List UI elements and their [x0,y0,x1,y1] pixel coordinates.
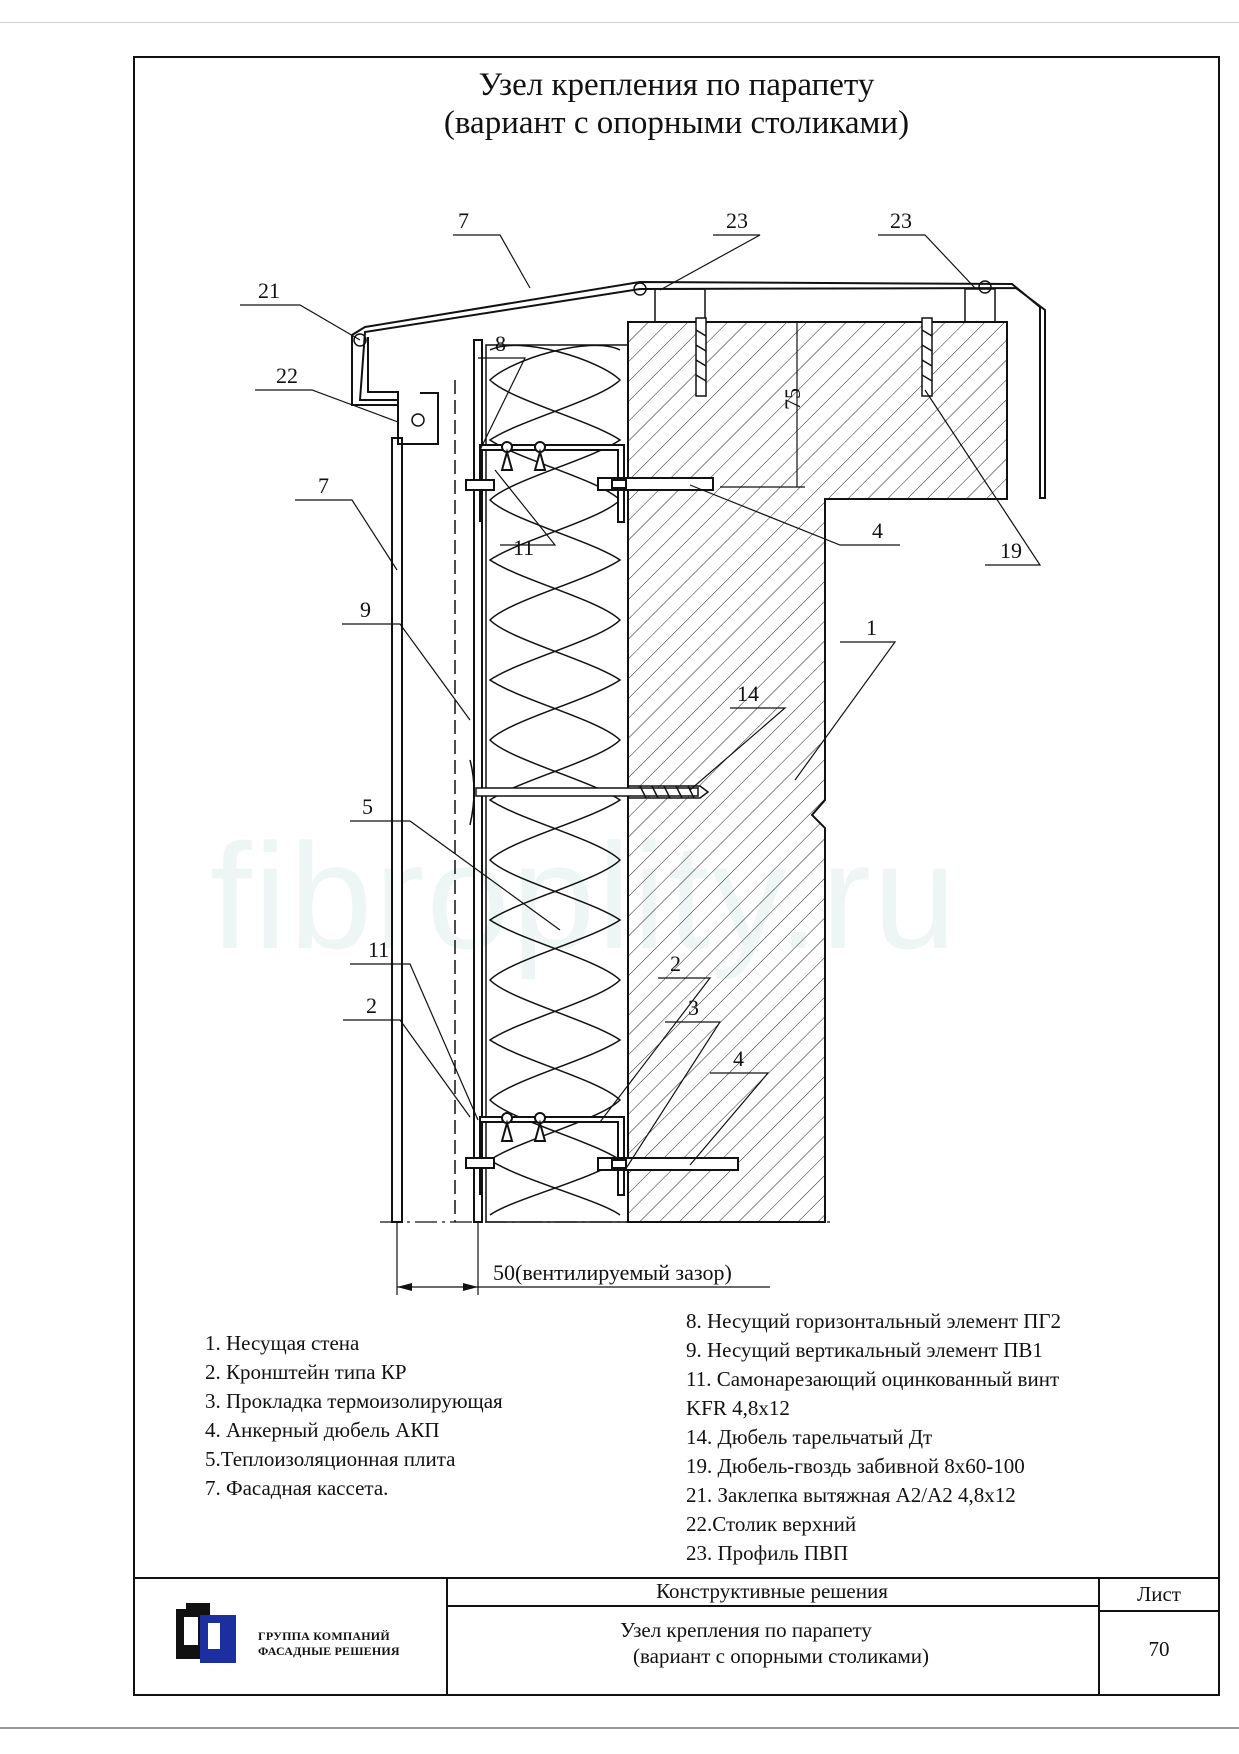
tb-sheet-number: 70 [1148,1637,1170,1661]
callout-11-top: 11 [513,535,534,560]
upper-table-bracket [397,392,439,445]
legend-item: 11. Самонарезающий оцинкованный винт [686,1367,1060,1391]
tb-sheet-title-line-1: Узел крепления по парапету [620,1618,872,1642]
tb-divider-1 [446,1577,448,1696]
callout-7-left: 7 [318,473,329,498]
rivet-23-right [978,280,992,294]
legend-item: 4. Анкерный дюбель АКП [205,1418,440,1442]
company-logo-icon [176,1603,236,1663]
callout-3: 3 [688,995,699,1020]
legend-item: 14. Дюбель тарельчатый Дт [686,1425,933,1449]
tb-hline-2 [1098,1610,1220,1612]
rivet-22 [411,413,425,427]
callout-22: 22 [276,363,298,388]
callout-2-left: 2 [366,993,377,1018]
tb-sheet-title: Узел крепления по парапету (вариант с оп… [446,1617,1046,1669]
callout-9: 9 [360,597,371,622]
bottom-bracket-assembly [465,1112,739,1196]
legend-item: 2. Кронштейн типа КР [205,1360,407,1384]
dowel-nail-19-right [921,317,933,397]
drawing-title: Узел крепления по парапету (вариант с оп… [133,66,1220,142]
callout-11-bottom: 11 [368,937,389,962]
legend-right: 8. Несущий горизонтальный элемент ПГ2 9.… [686,1307,1061,1568]
callout-21: 21 [258,278,280,303]
title-block-border [133,1577,1220,1696]
legend-item: 1. Несущая стена [205,1331,360,1355]
legend-item: 23. Профиль ПВП [686,1541,849,1565]
company-line-2: ФАСАДНЫЕ РЕШЕНИЯ [258,1644,400,1658]
legend-item: 22.Столик верхний [686,1512,857,1536]
legend-item: 8. Несущий горизонтальный элемент ПГ2 [686,1309,1062,1333]
callout-7-top: 7 [458,208,469,233]
facade-cassette [391,437,403,1223]
company-name: ГРУППА КОМПАНИЙ ФАСАДНЫЕ РЕШЕНИЯ [258,1629,400,1659]
legend-item: 19. Дюбель-гвоздь забивной 8х60-100 [686,1454,1025,1478]
gap-label: 50(вентилируемый зазор) [493,1260,732,1285]
callout-2-right: 2 [670,951,681,976]
callout-4-top: 4 [872,518,883,543]
top-rule [0,22,1239,23]
tb-hline-1 [446,1605,1098,1607]
tb-sheet-title-line-2: (вариант с опорными столиками) [633,1644,929,1668]
callout-8: 8 [495,331,506,356]
dim-75-label: 75 [780,388,805,410]
leader-lines [240,234,1042,1171]
title-block: ГРУППА КОМПАНИЙ ФАСАДНЫЕ РЕШЕНИЯ Констру… [133,1577,1220,1696]
dowel-nail-19-left [695,317,707,397]
bearing-wall [627,321,1008,1223]
callout-4-bottom: 4 [733,1046,744,1071]
callout-19: 19 [1000,538,1022,563]
callout-5: 5 [362,794,373,819]
legend-item: KFR 4,8x12 [686,1396,790,1420]
tb-section: Конструктивные решения [656,1579,888,1603]
cap-front-flange [351,335,399,406]
title-line-1: Узел крепления по парапету [478,67,875,103]
plate-dowel-14 [469,759,710,826]
insulation-wave-pattern [488,344,622,1216]
company-line-1: ГРУППА КОМПАНИЙ [258,1629,390,1643]
legend-item: 9. Несущий вертикальный элемент ПВ1 [686,1338,1043,1362]
bottom-rule [0,1727,1239,1729]
title-line-2: (вариант с опорными столиками) [443,105,910,141]
legend-left: 1. Несущая стена 2. Кронштейн типа КР 3.… [205,1329,503,1503]
tb-divider-2 [1098,1577,1100,1696]
callout-1: 1 [866,615,877,640]
callout-23-left: 23 [726,208,748,233]
tb-sheet-label: Лист [1137,1582,1181,1606]
rivet-21 [353,333,367,347]
callout-14: 14 [737,681,759,706]
ppv-profile-left [654,288,706,323]
legend-item: 7. Фасадная кассета. [205,1476,389,1500]
legend-item: 3. Прокладка термоизолирующая [205,1389,503,1413]
gap-arrow-left [397,1283,412,1291]
legend-item: 21. Заклепка вытяжная А2/А2 4,8х12 [686,1483,1016,1507]
drawing-frame [133,56,1220,1696]
legend-item: 5.Теплоизоляционная плита [205,1447,456,1471]
callout-23-right: 23 [890,208,912,233]
rivet-23-left [633,282,647,296]
ppv-profile-right [964,288,996,323]
gap-arrow-right [463,1283,478,1291]
top-bracket-assembly [465,441,714,523]
